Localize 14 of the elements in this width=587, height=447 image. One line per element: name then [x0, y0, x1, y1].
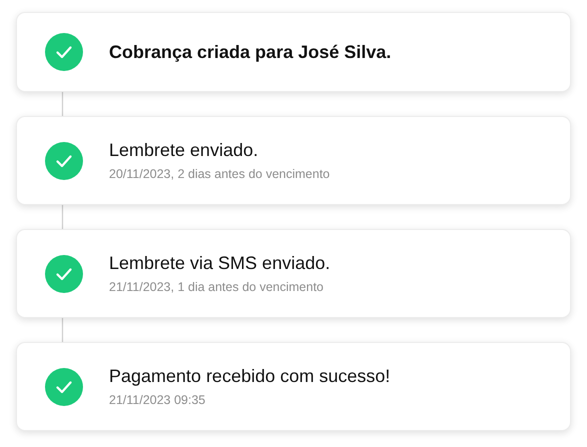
event-card [16, 342, 571, 431]
event-card [16, 116, 571, 205]
event-title: Pagamento recebido com sucesso! [109, 365, 390, 387]
connector-line [62, 318, 64, 342]
connector-line [62, 205, 64, 229]
event-card [16, 229, 571, 318]
event-timestamp: 21/11/2023 09:35 [109, 392, 206, 408]
event-title: Lembrete enviado. [109, 139, 258, 161]
event-title: Lembrete via SMS enviado. [109, 252, 330, 274]
event-timestamp: 21/11/2023, 1 dia antes do vencimento [109, 279, 324, 295]
event-card [16, 12, 571, 92]
event-title: Cobrança criada para José Silva. [109, 41, 392, 63]
connector-line [62, 92, 64, 116]
event-timestamp: 20/11/2023, 2 dias antes do vencimento [109, 166, 330, 182]
